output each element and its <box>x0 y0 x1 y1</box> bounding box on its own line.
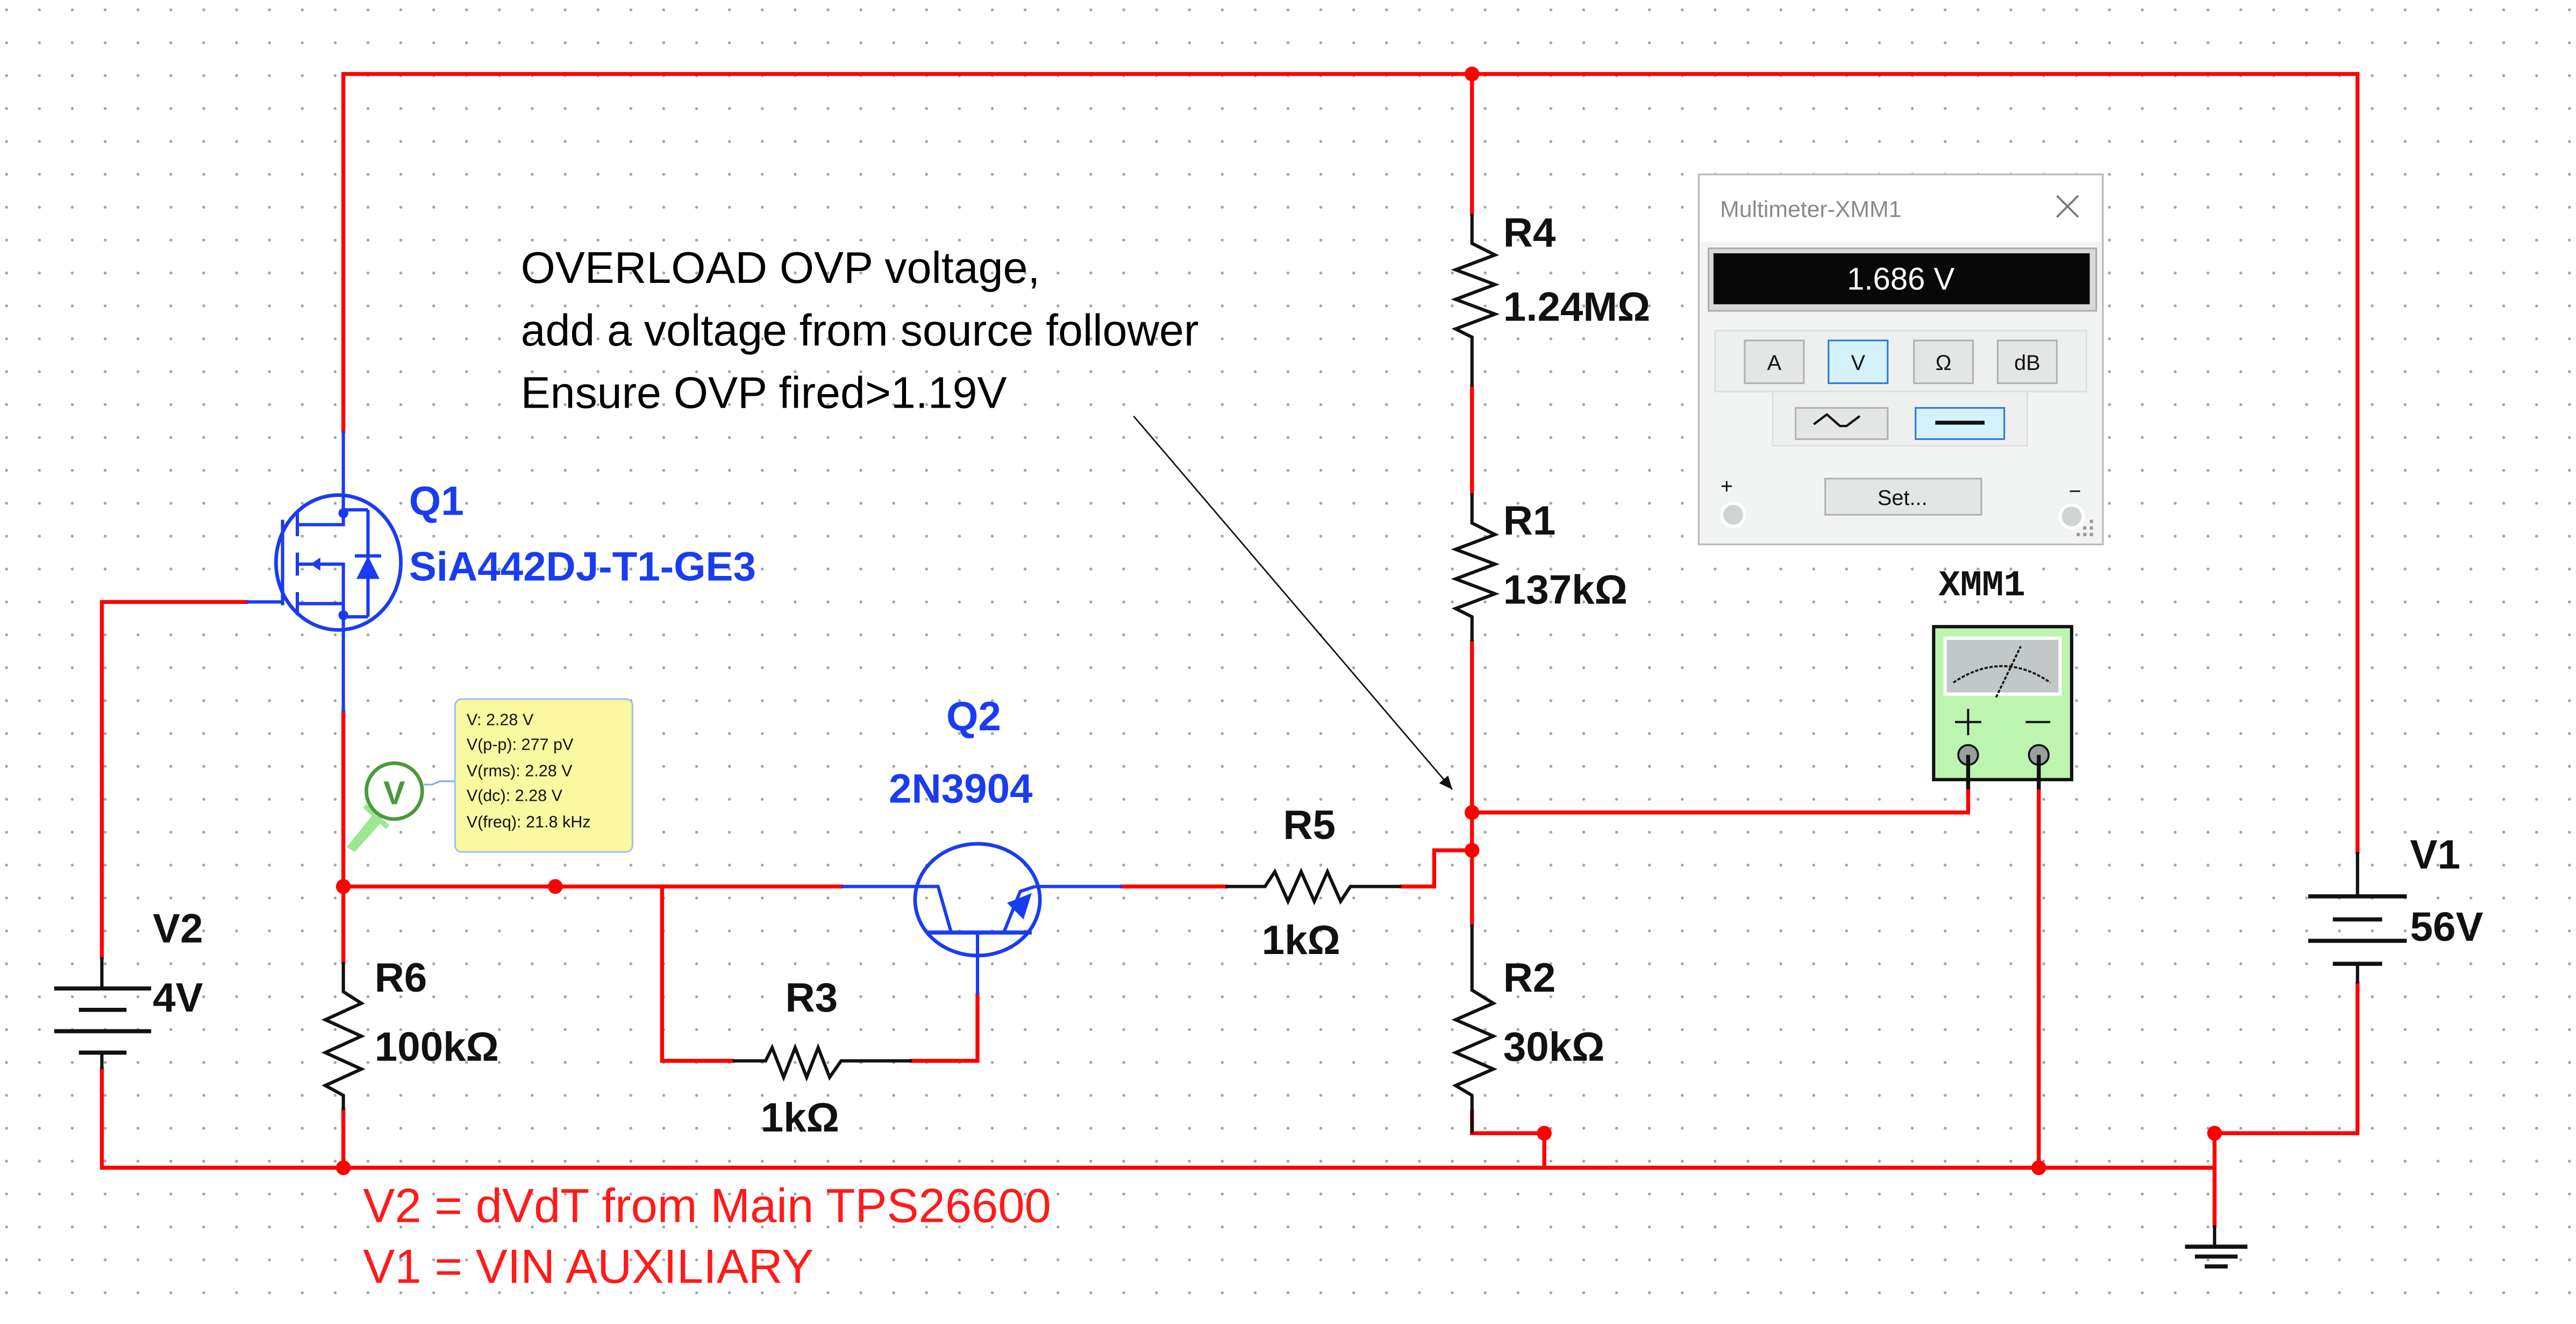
meter-gauge-icon <box>1952 665 2051 684</box>
wire-v2-gate[interactable] <box>99 600 248 959</box>
v2-value: 4V <box>153 975 203 1021</box>
annotation-line: Ensure OVP fired>1.19V <box>521 368 1007 417</box>
junctions <box>336 66 2222 1176</box>
ac-mode-button[interactable] <box>1795 407 1889 440</box>
probe-reading: V(dc): 2.28 V <box>467 786 563 805</box>
probe-reading: V(rms): 2.28 V <box>467 762 573 780</box>
meter-display-value: 1.686 V <box>1847 261 1954 296</box>
multimeter-dialog[interactable]: Multimeter-XMM1 1.686 V A V Ω dB <box>1697 173 2104 545</box>
junction <box>2207 1126 2222 1141</box>
mosfet-q1[interactable]: Q1 SiA442DJ-T1-GE3 <box>246 431 756 713</box>
voltage-probe[interactable]: V <box>346 761 455 852</box>
r4-ref: R4 <box>1503 210 1556 256</box>
close-icon[interactable] <box>2056 195 2079 218</box>
mode-button-ohm[interactable]: Ω <box>1913 339 1974 385</box>
annotation-arrow <box>1133 415 1453 790</box>
probe-reading: V(p-p): 277 pV <box>467 736 574 754</box>
battery-v2[interactable]: V2 4V <box>54 906 203 1069</box>
dialog-minus-terminal[interactable] <box>2058 503 2085 530</box>
v2-ref: V2 <box>153 906 203 951</box>
resistor-r3[interactable]: R3 1kΩ <box>732 975 912 1141</box>
svg-text:Ω: Ω <box>1936 351 1952 375</box>
r5-value: 1kΩ <box>1262 917 1340 963</box>
r5-ref: R5 <box>1283 802 1336 848</box>
q1-ref: Q1 <box>409 478 464 524</box>
junction <box>336 879 351 894</box>
battery-v1[interactable]: V1 56V <box>2308 832 2483 984</box>
r1-value: 137kΩ <box>1503 567 1628 613</box>
resistor-r6[interactable]: R6 100kΩ <box>321 955 499 1111</box>
resistor-r4[interactable]: R4 1.24MΩ <box>1451 210 1650 387</box>
svg-text:A: A <box>1767 351 1782 375</box>
r1-ref: R1 <box>1503 498 1556 544</box>
svg-text:dB: dB <box>2014 351 2040 375</box>
r4-value: 1.24MΩ <box>1503 284 1650 330</box>
r6-ref: R6 <box>375 955 427 1001</box>
dialog-plus-label: + <box>1721 474 1733 498</box>
junction <box>2031 1160 2046 1176</box>
meter-display <box>1713 253 2090 304</box>
wire-top-rail[interactable] <box>341 72 2360 854</box>
resistor-r2[interactable]: R2 30kΩ <box>1451 924 1605 1134</box>
voltage-probe-icon[interactable] <box>365 761 424 821</box>
probe-tooltip: V: 2.28 V V(p-p): 277 pV V(rms): 2.28 V … <box>454 698 633 853</box>
multimeter-xmm1[interactable]: XMM1 <box>1932 566 2074 790</box>
r3-value: 1kΩ <box>761 1095 839 1141</box>
r3-ref: R3 <box>786 975 838 1021</box>
dialog-minus-label: − <box>2068 480 2081 503</box>
xmm1-ref: XMM1 <box>1938 566 2025 607</box>
junction <box>1464 843 1480 858</box>
wire-r3-right[interactable] <box>910 993 980 1063</box>
wire-bottom-rail[interactable] <box>99 1067 2217 1170</box>
junction <box>336 1160 351 1176</box>
wire-v1-bottom[interactable] <box>2213 981 2360 1228</box>
v1-value: 56V <box>2410 904 2483 950</box>
junction <box>1464 66 1480 82</box>
annotation-line: add a voltage from source follower <box>521 305 1199 355</box>
dialog-plus-terminal[interactable] <box>1720 501 1746 528</box>
footer-note[interactable]: V1 = VIN AUXILIARY <box>363 1240 814 1293</box>
r2-ref: R2 <box>1503 955 1556 1001</box>
annotation-line: OVERLOAD OVP voltage, <box>521 243 1040 293</box>
q2-ref: Q2 <box>946 694 1001 739</box>
wires <box>99 72 2360 1228</box>
r6-value: 100kΩ <box>375 1024 499 1070</box>
r2-value: 30kΩ <box>1503 1024 1605 1070</box>
q2-part: 2N3904 <box>889 766 1033 812</box>
resistor-r1[interactable]: R1 137kΩ <box>1451 493 1628 642</box>
ac-wave-icon <box>1813 412 1861 428</box>
svg-text:V: V <box>1851 351 1866 375</box>
mode-button-a[interactable]: A <box>1744 339 1805 385</box>
bjt-q2[interactable]: Q2 2N3904 <box>841 694 1122 995</box>
dc-mode-button[interactable] <box>1915 407 2006 440</box>
mode-button-v[interactable]: V <box>1828 339 1889 385</box>
mode-button-db[interactable]: dB <box>1996 339 2058 385</box>
junction <box>1537 1126 1552 1141</box>
annotation[interactable]: OVERLOAD OVP voltage, add a voltage from… <box>521 243 1453 790</box>
dialog-title: Multimeter-XMM1 <box>1720 197 1901 223</box>
ground-icon <box>2185 1225 2247 1269</box>
v1-ref: V1 <box>2410 832 2460 878</box>
probe-symbol: V <box>383 775 405 812</box>
junction <box>1464 805 1480 820</box>
probe-reading: V: 2.28 V <box>467 711 534 729</box>
footer-note[interactable]: V2 = dVdT from Main TPS26600 <box>363 1179 1051 1232</box>
junction <box>548 879 563 894</box>
wire-r5-node[interactable] <box>1399 848 1474 889</box>
resize-grip-icon[interactable] <box>2077 519 2093 537</box>
set-button[interactable]: Set... <box>1824 478 1982 516</box>
svg-text:Set...: Set... <box>1878 486 1928 510</box>
wire-r3-left[interactable] <box>660 884 735 1063</box>
resistor-r5[interactable]: R5 1kΩ <box>1225 802 1402 963</box>
q1-part: SiA442DJ-T1-GE3 <box>409 544 756 590</box>
probe-reading: V(freq): 21.8 kHz <box>467 813 591 831</box>
